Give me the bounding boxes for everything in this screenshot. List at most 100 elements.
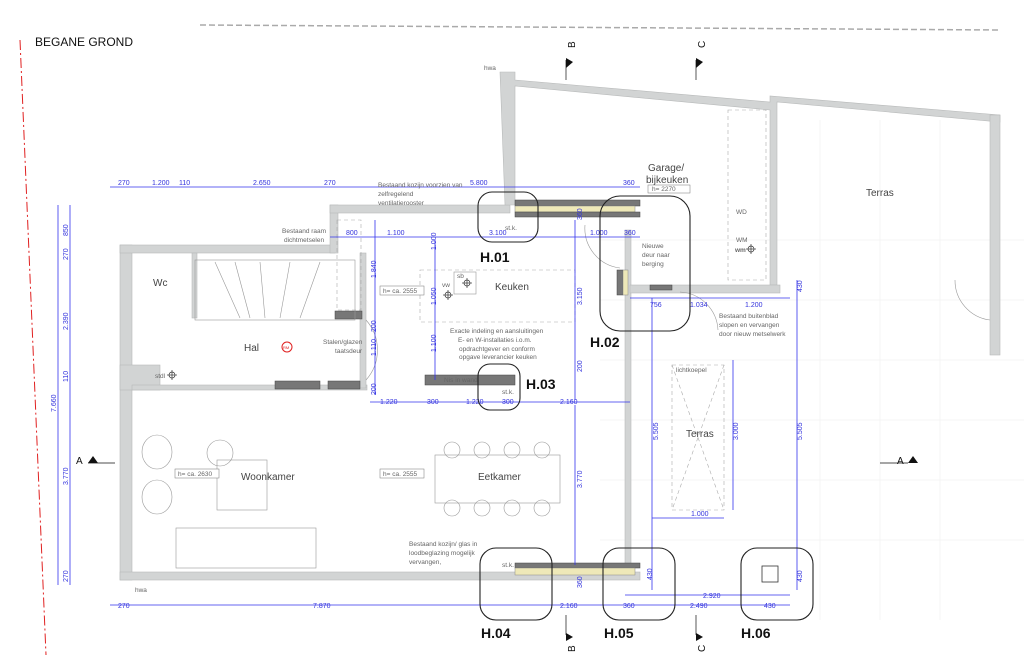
property-line <box>19 39 47 655</box>
section-c-top: C <box>697 41 708 48</box>
dim-inner: 3.100 <box>489 230 507 237</box>
smoke-detector-icon <box>281 341 293 353</box>
hwa-label: hwa <box>135 587 147 594</box>
dim-kitchen-row: 1.220 <box>466 399 484 406</box>
dim-left: 110 <box>63 371 70 382</box>
dim-vertical: 360 <box>577 208 584 220</box>
svg-text:berging: berging <box>642 261 664 268</box>
svg-text:opgave leverancier keuken: opgave leverancier keuken <box>459 354 537 361</box>
column-icon <box>761 565 779 583</box>
crosshair-icon <box>443 290 453 300</box>
plan-title: BEGANE GROND <box>35 35 133 49</box>
dim-top: 2.650 <box>253 180 271 187</box>
dim-kitchen-row: 300 <box>427 399 439 406</box>
dim-inner: 800 <box>346 230 358 237</box>
detail-label: H.03 <box>526 376 556 392</box>
dimension-lines <box>57 186 798 606</box>
detail-label: H.01 <box>480 249 510 265</box>
dim-vertical: 1.000 <box>431 232 438 250</box>
dim-top: 1.200 <box>152 180 170 187</box>
svg-text:h= ca. 2555: h= ca. 2555 <box>383 288 418 295</box>
svg-text:h= ca. 2630: h= ca. 2630 <box>178 471 213 478</box>
wm-label: wm <box>734 247 746 254</box>
stk-label: st.k. <box>505 225 517 232</box>
dim-vertical: 1.050 <box>431 287 438 305</box>
detail-label: H.02 <box>590 334 620 350</box>
svg-text:Bestaand kozijn voorzien van: Bestaand kozijn voorzien van <box>378 182 463 189</box>
dim-left: 850 <box>63 224 70 236</box>
dimension-labels: 270 1.200 110 2.650 270 5.800 360 800 1.… <box>51 180 804 610</box>
dim-vertical: 5.505 <box>797 422 804 440</box>
room-hal: Hal <box>244 343 259 354</box>
furniture <box>141 109 991 569</box>
dim-bottom: 430 <box>764 603 776 610</box>
svg-text:ventilatierooster: ventilatierooster <box>378 200 425 207</box>
section-c-bottom: C <box>697 645 708 652</box>
dim-garage: 1.034 <box>690 302 708 309</box>
stk-label: st.k. <box>502 562 514 569</box>
dim-kitchen-row: 300 <box>502 399 514 406</box>
dim-garage: 756 <box>650 302 662 309</box>
dim-inner: 360 <box>624 230 636 237</box>
svg-text:opdrachtgever en conform: opdrachtgever en conform <box>459 346 535 353</box>
room-wm: WM <box>736 237 748 244</box>
sb-label: sb <box>457 273 464 280</box>
dim-vertical: 430 <box>797 570 804 582</box>
dim-top: 360 <box>623 180 635 187</box>
room-woonkamer: Woonkamer <box>241 472 295 483</box>
dim-vertical: 360 <box>577 576 584 588</box>
dim-vertical: 430 <box>647 568 654 580</box>
dim-inner: 1.000 <box>590 230 608 237</box>
insulated-walls <box>274 199 673 576</box>
dim-bottom-upper: 2.920 <box>703 593 721 600</box>
dim-left: 270 <box>63 248 70 260</box>
svg-text:E- en W-installaties i.o.m.: E- en W-installaties i.o.m. <box>458 337 532 344</box>
dim-top: 270 <box>118 180 130 187</box>
dim-top: 110 <box>179 180 190 187</box>
dim-bottom: 2.490 <box>690 603 708 610</box>
room-wc: Wc <box>153 278 167 289</box>
svg-text:Exacte indeling en aansluiting: Exacte indeling en aansluitingen <box>450 328 544 335</box>
svg-text:Nieuwe: Nieuwe <box>642 243 664 250</box>
svg-text:deur naar: deur naar <box>642 252 671 259</box>
dim-kitchen-row: 1.220 <box>380 399 398 406</box>
svg-text:door nieuw metselwerk: door nieuw metselwerk <box>719 331 786 338</box>
stk-label: st.k. <box>502 389 514 396</box>
room-garage: bijkeuken <box>646 175 688 186</box>
rm-label: RM <box>283 345 289 350</box>
dim-vertical: 3.150 <box>577 287 584 305</box>
svg-text:Bestaand buitenblad: Bestaand buitenblad <box>719 313 779 320</box>
dim-left: 2.390 <box>63 312 70 330</box>
dim-vertical: 430 <box>797 280 804 292</box>
dim-bottom: 270 <box>118 603 130 610</box>
crosshair-icon <box>746 244 756 254</box>
svg-text:loodbeglazing mogelijk: loodbeglazing mogelijk <box>409 550 476 557</box>
section-a-right: A <box>897 456 904 467</box>
svg-text:zelfregelend: zelfregelend <box>378 191 414 198</box>
hwa-label: hwa <box>484 65 496 72</box>
detail-label: H.06 <box>741 625 771 641</box>
crosshair-icon <box>462 278 472 288</box>
dim-vertical: 200 <box>371 320 378 332</box>
dim-vertical: 200 <box>577 360 584 372</box>
dim-vertical: 5.505 <box>653 422 660 440</box>
svg-text:Bestaand kozijn/ glas in: Bestaand kozijn/ glas in <box>409 541 478 548</box>
section-markers: A A B B C C <box>76 41 918 652</box>
dim-left: 270 <box>63 570 70 582</box>
svg-text:Nis in wand: Nis in wand <box>444 377 478 384</box>
dim-vertical: 1.110 <box>371 339 378 356</box>
svg-text:Stalen/glazen: Stalen/glazen <box>323 339 363 346</box>
svg-text:h= ca. 2555: h= ca. 2555 <box>383 471 418 478</box>
dim-vertical: 1.840 <box>371 260 378 278</box>
dim-left-total: 7.660 <box>51 394 58 412</box>
vw-label: vw <box>442 282 450 289</box>
stdl-label: stdl <box>155 373 166 380</box>
dim-bottom: 7.870 <box>313 603 331 610</box>
svg-text:slopen en vervangen: slopen en vervangen <box>719 322 780 329</box>
detail-callouts: H.01 H.02 H.03 H.04 H.05 H.06 <box>477 191 814 641</box>
dim-top: 270 <box>324 180 336 187</box>
boundary-line <box>199 24 1001 31</box>
svg-text:dichtmetselen: dichtmetselen <box>284 237 324 244</box>
dim-top: 5.800 <box>470 180 488 187</box>
